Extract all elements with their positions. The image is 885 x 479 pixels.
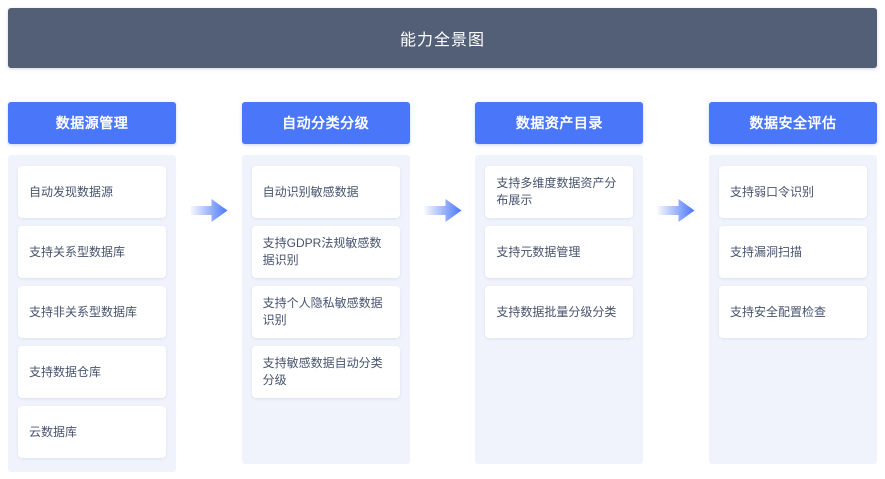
capability-columns: 数据源管理 自动发现数据源 支持关系型数据库 支持非关系型数据库 支持数据仓库 … [8, 102, 878, 472]
column-header-label-2: 自动分类分级 [282, 115, 370, 131]
capability-column-auto-classification: 自动分类分级 自动识别敏感数据 支持GDPR法规敏感数据识别 支持个人隐私敏感数… [241, 102, 410, 464]
column-body-4: 支持弱口令识别 支持漏洞扫描 支持安全配置检查 [709, 155, 878, 464]
capability-card-label: 支持个人隐私敏感数据识别 [262, 296, 383, 327]
capability-column-data-source-management: 数据源管理 自动发现数据源 支持关系型数据库 支持非关系型数据库 支持数据仓库 … [8, 102, 176, 472]
capability-card[interactable]: 支持安全配置检查 [719, 286, 868, 338]
capability-card-label: 支持数据批量分级分类 [496, 304, 617, 319]
column-header-1[interactable]: 数据源管理 [8, 102, 176, 144]
connector-gap-3 [643, 102, 709, 472]
capability-card-label: 自动识别敏感数据 [262, 184, 359, 199]
column-header-3[interactable]: 数据资产目录 [475, 102, 644, 144]
capability-card-label: 支持数据仓库 [29, 364, 102, 379]
arrow-right-icon [657, 198, 695, 223]
column-header-4[interactable]: 数据安全评估 [709, 102, 878, 144]
capability-card-label: 支持元数据管理 [496, 244, 581, 259]
capability-card[interactable]: 支持数据批量分级分类 [485, 286, 634, 338]
capability-card-label: 自动发现数据源 [29, 184, 114, 199]
column-body-2: 自动识别敏感数据 支持GDPR法规敏感数据识别 支持个人隐私敏感数据识别 支持敏… [241, 155, 410, 464]
page-title: 能力全景图 [399, 32, 485, 49]
column-header-label-4: 数据安全评估 [749, 115, 837, 131]
capability-card[interactable]: 支持GDPR法规敏感数据识别 [251, 226, 400, 278]
capability-card-label: 支持敏感数据自动分类分级 [262, 356, 383, 387]
arrow-right-icon [190, 198, 228, 223]
capability-card[interactable]: 支持非关系型数据库 [18, 286, 166, 338]
page-banner: 能力全景图 [8, 8, 877, 68]
capability-card[interactable]: 支持关系型数据库 [18, 226, 166, 278]
capability-card[interactable]: 云数据库 [18, 406, 166, 458]
capability-card-label: 支持安全配置检查 [730, 304, 827, 319]
capability-card[interactable]: 支持个人隐私敏感数据识别 [251, 286, 400, 338]
connector-gap-2 [410, 102, 476, 472]
column-body-1: 自动发现数据源 支持关系型数据库 支持非关系型数据库 支持数据仓库 云数据库 [8, 155, 176, 472]
capability-card-label: 支持弱口令识别 [730, 184, 815, 199]
column-header-2[interactable]: 自动分类分级 [241, 102, 410, 144]
column-header-label-3: 数据资产目录 [515, 115, 603, 131]
capability-card-label: 支持漏洞扫描 [730, 244, 803, 259]
capability-card-label: 支持非关系型数据库 [29, 304, 138, 319]
arrow-right-icon [424, 198, 461, 223]
column-body-3: 支持多维度数据资产分布展示 支持元数据管理 支持数据批量分级分类 [475, 155, 644, 464]
capability-card-label: 支持多维度数据资产分布展示 [496, 176, 617, 207]
capability-card[interactable]: 支持元数据管理 [485, 226, 634, 278]
capability-card[interactable]: 支持漏洞扫描 [719, 226, 868, 278]
capability-card-label: 云数据库 [29, 424, 78, 439]
capability-card[interactable]: 支持数据仓库 [18, 346, 166, 398]
capability-card[interactable]: 自动识别敏感数据 [251, 166, 400, 218]
capability-card[interactable]: 支持敏感数据自动分类分级 [251, 346, 400, 398]
capability-card-label: 支持GDPR法规敏感数据识别 [262, 236, 382, 267]
capability-column-data-security-assessment: 数据安全评估 支持弱口令识别 支持漏洞扫描 支持安全配置检查 [709, 102, 878, 464]
column-header-label-1: 数据源管理 [55, 115, 129, 131]
connector-gap-1 [176, 102, 242, 472]
capability-card[interactable]: 支持弱口令识别 [719, 166, 868, 218]
capability-card[interactable]: 支持多维度数据资产分布展示 [485, 166, 634, 218]
capability-column-data-asset-catalog: 数据资产目录 支持多维度数据资产分布展示 支持元数据管理 支持数据批量分级分类 [475, 102, 644, 464]
capability-card[interactable]: 自动发现数据源 [18, 166, 166, 218]
capability-card-label: 支持关系型数据库 [29, 244, 126, 259]
